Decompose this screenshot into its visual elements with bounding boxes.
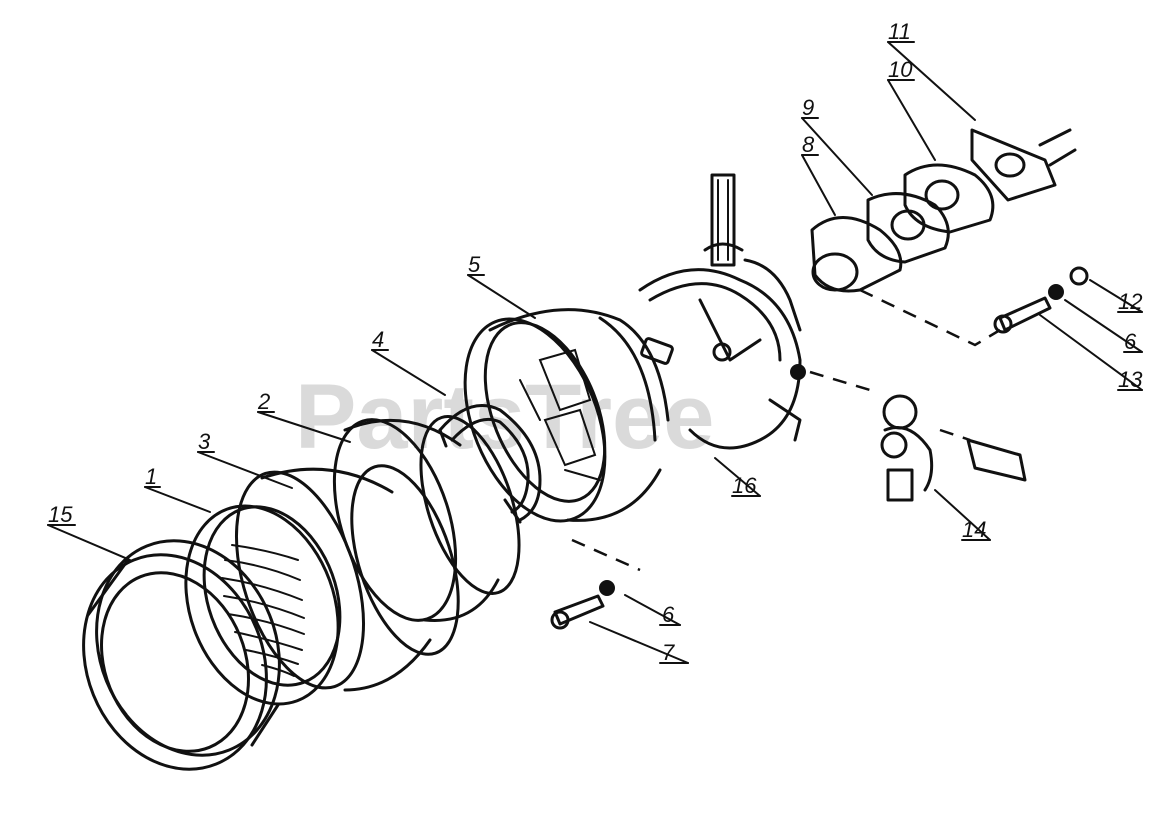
part-front-cylinder bbox=[234, 464, 460, 692]
callout-8: 8 bbox=[802, 132, 815, 157]
callout-6-bottom: 6 bbox=[662, 602, 675, 627]
leader-lines bbox=[47, 41, 1143, 664]
part-carburetor bbox=[638, 173, 806, 450]
part-flange bbox=[810, 216, 903, 293]
callout-14: 14 bbox=[962, 517, 986, 542]
part-retaining-clip bbox=[438, 404, 542, 524]
callout-3: 3 bbox=[198, 429, 211, 454]
callout-11: 11 bbox=[888, 19, 911, 44]
callout-15: 15 bbox=[48, 502, 73, 527]
callout-2: 2 bbox=[257, 389, 270, 414]
part-gasket-b bbox=[970, 128, 1077, 202]
part-bezel-ring bbox=[82, 539, 281, 771]
part-screw-right bbox=[859, 266, 1089, 347]
callout-4: 4 bbox=[372, 327, 384, 352]
callout-5: 5 bbox=[468, 252, 481, 277]
callout-7: 7 bbox=[662, 640, 675, 665]
callout-16: 16 bbox=[732, 473, 757, 498]
callout-6-right: 6 bbox=[1124, 329, 1137, 354]
part-rear-cylinder bbox=[332, 415, 521, 622]
callout-1: 1 bbox=[145, 464, 157, 489]
part-fuel-fitting bbox=[809, 370, 1027, 502]
callout-10: 10 bbox=[888, 57, 913, 82]
callout-13: 13 bbox=[1118, 367, 1143, 392]
part-screw-bottom bbox=[550, 538, 641, 630]
part-spacer bbox=[903, 163, 995, 234]
callout-12: 12 bbox=[1118, 289, 1142, 314]
callout-9: 9 bbox=[802, 95, 814, 120]
part-housing bbox=[463, 308, 674, 523]
part-gasket-a bbox=[866, 192, 950, 264]
